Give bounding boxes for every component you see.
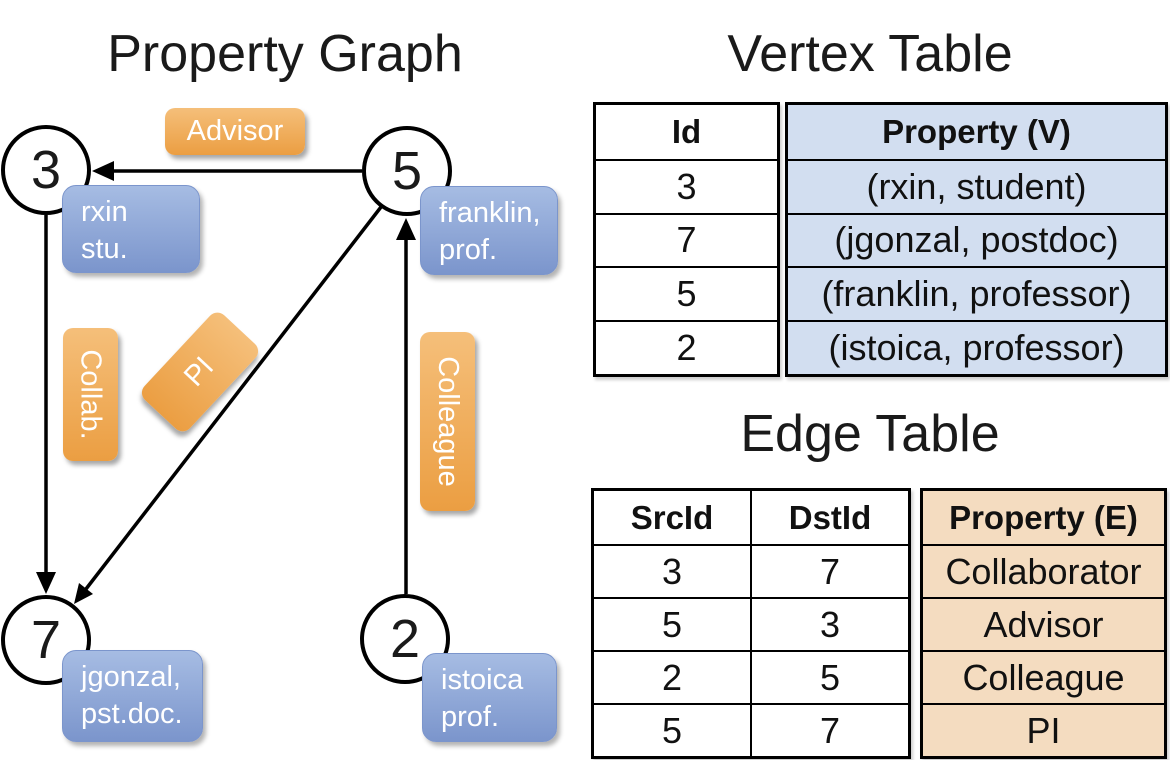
edge-dstid-cell: 3 bbox=[819, 603, 841, 645]
arrowhead-icon bbox=[396, 218, 416, 240]
vertex-table-header-property: Property (V) bbox=[788, 105, 1165, 159]
arrowhead-icon bbox=[92, 161, 114, 181]
edge-table-property-column: Property (E) Collaborator Advisor Collea… bbox=[920, 488, 1167, 759]
edge-table-id-columns: SrcId DstId 3 7 5 3 2 5 5 7 bbox=[591, 488, 911, 759]
edge-table-title: Edge Table bbox=[740, 405, 1000, 463]
edge-srcid-cell: 2 bbox=[594, 652, 752, 703]
vertex-id-cell: 2 bbox=[676, 327, 697, 369]
edge-arrow-2-to-5 bbox=[396, 218, 416, 594]
vertex-property-line: prof. bbox=[439, 234, 498, 266]
vertex-property-line: franklin, bbox=[439, 197, 541, 229]
vertex-id: 5 bbox=[391, 141, 423, 201]
edge-table-header-dstid: DstId bbox=[788, 498, 872, 536]
edge-table-header-srcid: SrcId bbox=[594, 491, 752, 544]
edge-label-text: PI bbox=[178, 350, 221, 393]
edge-property-cell: Advisor bbox=[923, 599, 1164, 650]
vertex-circle-2: 2 bbox=[360, 594, 450, 684]
edge-label-text: Collab. bbox=[75, 349, 107, 440]
vertex-id: 2 bbox=[389, 609, 421, 669]
edge-label-advisor: Advisor bbox=[165, 108, 305, 155]
edge-arrow-3-to-7 bbox=[36, 215, 56, 594]
edge-property-cell: Collaborator bbox=[923, 546, 1164, 597]
vertex-property-cell: (franklin, professor) bbox=[788, 268, 1165, 321]
vertex-table-property-column: Property (V) (rxin, student) (jgonzal, p… bbox=[785, 102, 1168, 377]
vertex-property-istoica: istoica prof. bbox=[422, 653, 557, 742]
edge-label-colleague: Colleague bbox=[420, 332, 475, 511]
edge-srcid-cell: 5 bbox=[594, 705, 752, 756]
vertex-id-cell: 3 bbox=[676, 165, 697, 207]
vertex-property-line: stu. bbox=[81, 233, 128, 265]
edge-srcid-cell: 3 bbox=[594, 546, 752, 597]
vertex-property-cell: (jgonzal, postdoc) bbox=[788, 214, 1165, 267]
edge-arrow-5-to-3 bbox=[92, 161, 362, 181]
vertex-property-line: pst.doc. bbox=[81, 698, 183, 730]
edge-srcid-cell: 5 bbox=[594, 599, 752, 650]
vertex-property-line: jgonzal, bbox=[81, 661, 181, 693]
edge-label-text: Advisor bbox=[186, 115, 284, 147]
arrowhead-icon bbox=[36, 572, 56, 594]
edge-dstid-cell: 5 bbox=[819, 656, 841, 698]
vertex-property-jgonzal: jgonzal, pst.doc. bbox=[62, 650, 203, 742]
vertex-property-cell: (istoica, professor) bbox=[788, 322, 1165, 374]
vertex-property-cell: (rxin, student) bbox=[788, 160, 1165, 213]
graph-edges-layer bbox=[36, 161, 416, 604]
edge-label-collab: Collab. bbox=[63, 328, 118, 461]
edge-dstid-cell: 7 bbox=[819, 550, 841, 592]
edge-table-header-property: Property (E) bbox=[923, 491, 1164, 544]
vertex-table-id-column: Id 3 7 5 2 bbox=[593, 102, 780, 377]
vertex-property-rxin: rxin stu. bbox=[62, 185, 200, 273]
vertex-property-line: prof. bbox=[441, 701, 500, 733]
vertex-table-title: Vertex Table bbox=[727, 25, 1013, 83]
edge-arrow-5-to-7 bbox=[74, 205, 383, 604]
edge-dstid-cell: 7 bbox=[819, 709, 841, 751]
arrowhead-icon bbox=[74, 583, 93, 604]
edge-property-cell: PI bbox=[923, 705, 1164, 756]
vertex-table-header-id: Id bbox=[671, 112, 702, 150]
property-graph-title: Property Graph bbox=[107, 25, 463, 83]
edge-label-text: Colleague bbox=[432, 356, 465, 487]
edge-property-cell: Colleague bbox=[923, 652, 1164, 703]
vertex-property-line: istoica bbox=[441, 664, 524, 696]
vertex-id: 7 bbox=[30, 610, 62, 670]
vertex-property-line: rxin bbox=[81, 196, 128, 228]
vertex-id-cell: 5 bbox=[676, 273, 697, 315]
vertex-property-franklin: franklin, prof. bbox=[420, 186, 558, 275]
vertex-id: 3 bbox=[30, 140, 62, 200]
vertex-id-cell: 7 bbox=[676, 219, 697, 261]
